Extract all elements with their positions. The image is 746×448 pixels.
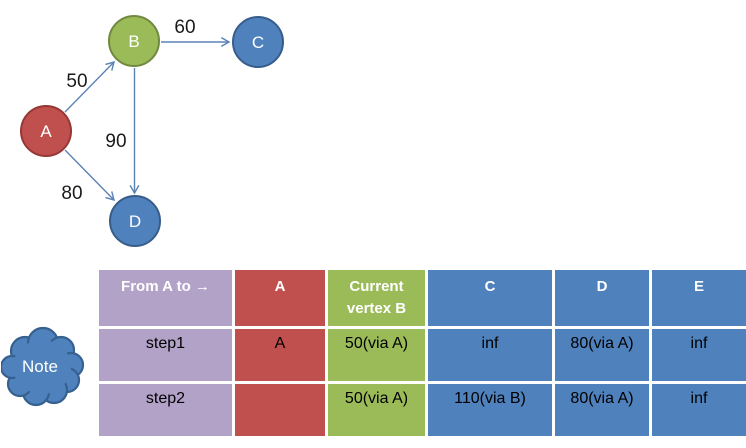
step1-a: A (232, 326, 328, 384)
cloud-shape (1, 326, 85, 407)
step2-b: 50(via A) (325, 381, 428, 439)
edge-a-b (64, 60, 116, 113)
table-row-step2: step2 50(via A) 110(via B) 80(via A) inf (96, 381, 746, 439)
node-d: D (109, 195, 161, 247)
step2-label: step2 (96, 381, 235, 439)
header-c: C (425, 267, 555, 329)
graph-diagram: 50 60 90 80 A B C D (20, 15, 284, 247)
step2-a (232, 381, 328, 439)
step1-b: 50(via A) (325, 326, 428, 384)
dijkstra-step-table: From A to → A Current vertex B C D E ste… (96, 267, 746, 439)
edge-a-d (64, 149, 116, 202)
table-header-row: From A to → A Current vertex B C D E (96, 267, 746, 329)
node-d-label: D (129, 212, 141, 231)
node-a-label: A (40, 122, 52, 141)
step2-c: 110(via B) (425, 381, 555, 439)
node-b-label: B (128, 32, 139, 51)
header-e: E (649, 267, 746, 329)
edge-weight-a-b: 50 (66, 71, 87, 92)
header-current-vertex-b: Current vertex B (325, 267, 428, 329)
header-a: A (232, 267, 328, 329)
step1-d: 80(via A) (552, 326, 652, 384)
step2-e: inf (649, 381, 746, 439)
edge-weight-b-d: 90 (105, 131, 126, 152)
node-b: B (108, 15, 160, 67)
header-d: D (552, 267, 652, 329)
step1-c: inf (425, 326, 555, 384)
note-callout: Note (1, 326, 85, 407)
edge-weight-b-c: 60 (174, 17, 195, 38)
node-c-label: C (252, 33, 264, 52)
step1-e: inf (649, 326, 746, 384)
node-a: A (20, 105, 72, 157)
table-row-step1: step1 A 50(via A) inf 80(via A) inf (96, 326, 746, 384)
header-from-a-to: From A to → (96, 267, 235, 329)
edge-weight-a-d: 80 (61, 183, 82, 204)
note-label: Note (22, 357, 58, 376)
node-c: C (232, 16, 284, 68)
step1-label: step1 (96, 326, 235, 384)
step2-d: 80(via A) (552, 381, 652, 439)
